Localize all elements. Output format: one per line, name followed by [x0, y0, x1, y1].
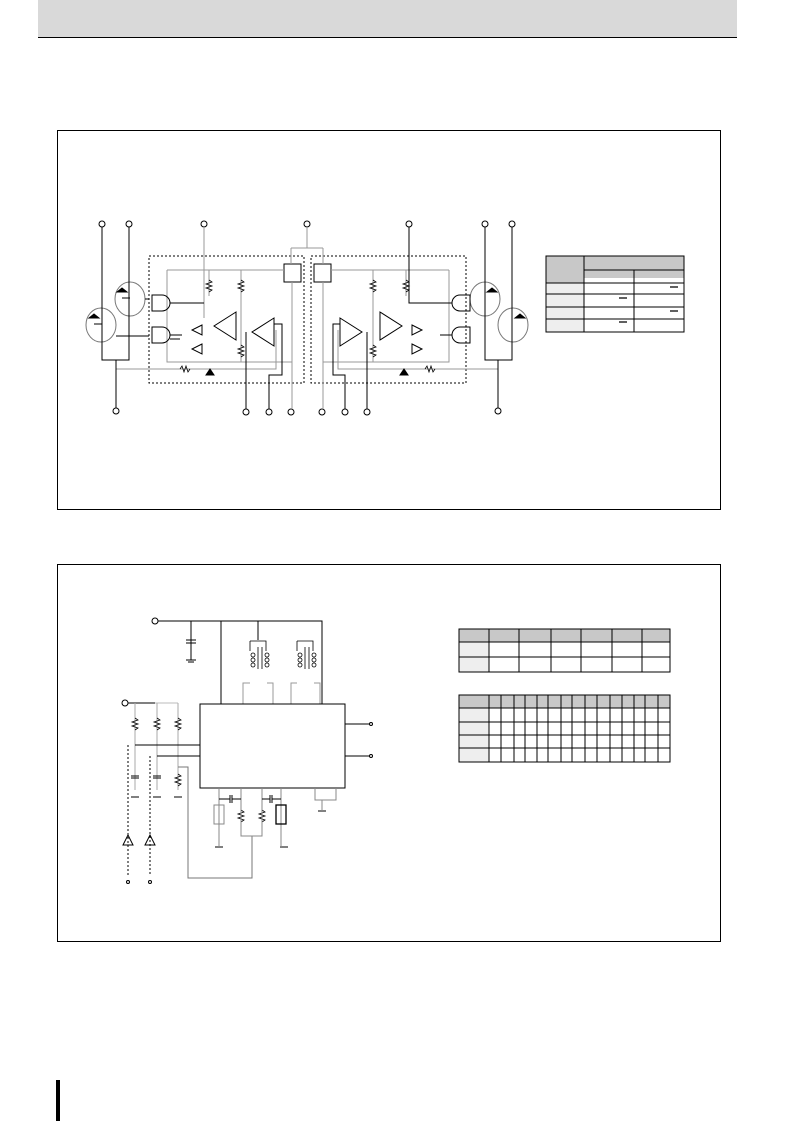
mosfet-icon — [85, 281, 146, 343]
transformer-icon — [249, 640, 317, 669]
driver-block-right — [310, 255, 467, 384]
driver-block-left — [148, 255, 305, 384]
diode-icon — [205, 368, 409, 376]
block-diagram — [85, 220, 685, 416]
capacitor-icon — [131, 775, 161, 779]
mosfet-icon — [469, 281, 529, 343]
inverter-icon — [190, 324, 424, 355]
resistor-icon — [130, 717, 267, 823]
ground-icon — [186, 659, 196, 663]
ic-block-icon — [199, 703, 346, 789]
and-gate-icon — [151, 294, 471, 344]
spec-table-2 — [458, 694, 671, 763]
resistor-icon — [179, 279, 436, 374]
comparator-icon — [213, 311, 403, 347]
block-diagram-panel — [57, 130, 721, 510]
application-circuit — [121, 617, 671, 884]
page-header-bar — [38, 0, 737, 38]
capacitor-icon — [186, 639, 196, 660]
truth-table — [545, 255, 685, 333]
bottom-pins — [112, 407, 502, 416]
top-pins — [98, 220, 516, 228]
ground-icon — [131, 796, 326, 848]
buffer-icon — [122, 833, 156, 846]
spec-table-1 — [458, 628, 671, 673]
page-edge-marker — [56, 1080, 60, 1121]
